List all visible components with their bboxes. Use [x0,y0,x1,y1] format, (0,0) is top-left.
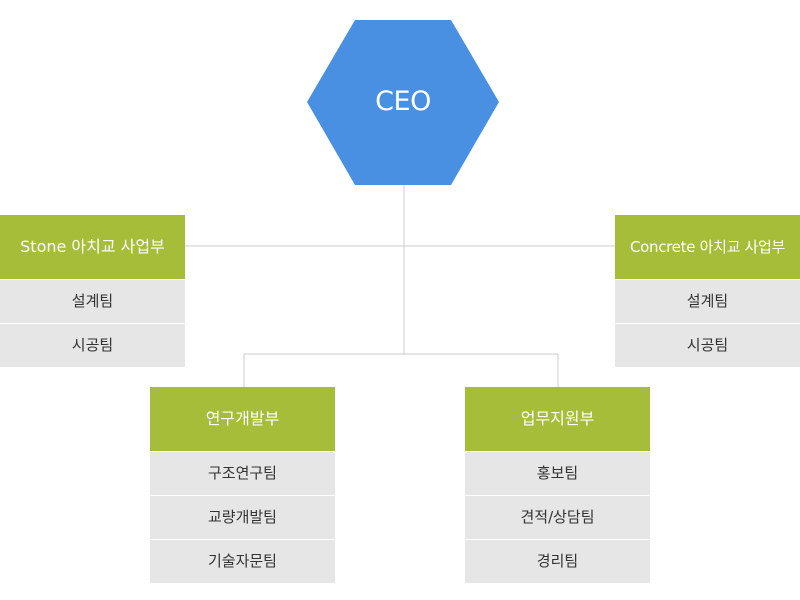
dept-stone-arch: Stone 아치교 사업부 설계팀 시공팀 [0,215,185,367]
team-item[interactable]: 시공팀 [615,323,800,367]
team-item[interactable]: 설계팀 [0,279,185,323]
dept-research: 연구개발부 구조연구팀 교량개발팀 기술자문팀 [150,387,335,583]
team-item[interactable]: 견적/상담팀 [465,495,650,539]
team-item[interactable]: 설계팀 [615,279,800,323]
team-item[interactable]: 구조연구팀 [150,451,335,495]
ceo-label: CEO [375,86,431,117]
team-item[interactable]: 홍보팀 [465,451,650,495]
team-item[interactable]: 시공팀 [0,323,185,367]
dept-concrete-arch: Concrete 아치교 사업부 설계팀 시공팀 [615,215,800,367]
dept-header[interactable]: Concrete 아치교 사업부 [615,215,800,279]
dept-header[interactable]: Stone 아치교 사업부 [0,215,185,279]
dept-header[interactable]: 업무지원부 [465,387,650,451]
team-item[interactable]: 기술자문팀 [150,539,335,583]
ceo-hexagon[interactable] [307,20,499,185]
dept-business-support: 업무지원부 홍보팀 견적/상담팀 경리팀 [465,387,650,583]
team-item[interactable]: 교량개발팀 [150,495,335,539]
dept-header[interactable]: 연구개발부 [150,387,335,451]
team-item[interactable]: 경리팀 [465,539,650,583]
